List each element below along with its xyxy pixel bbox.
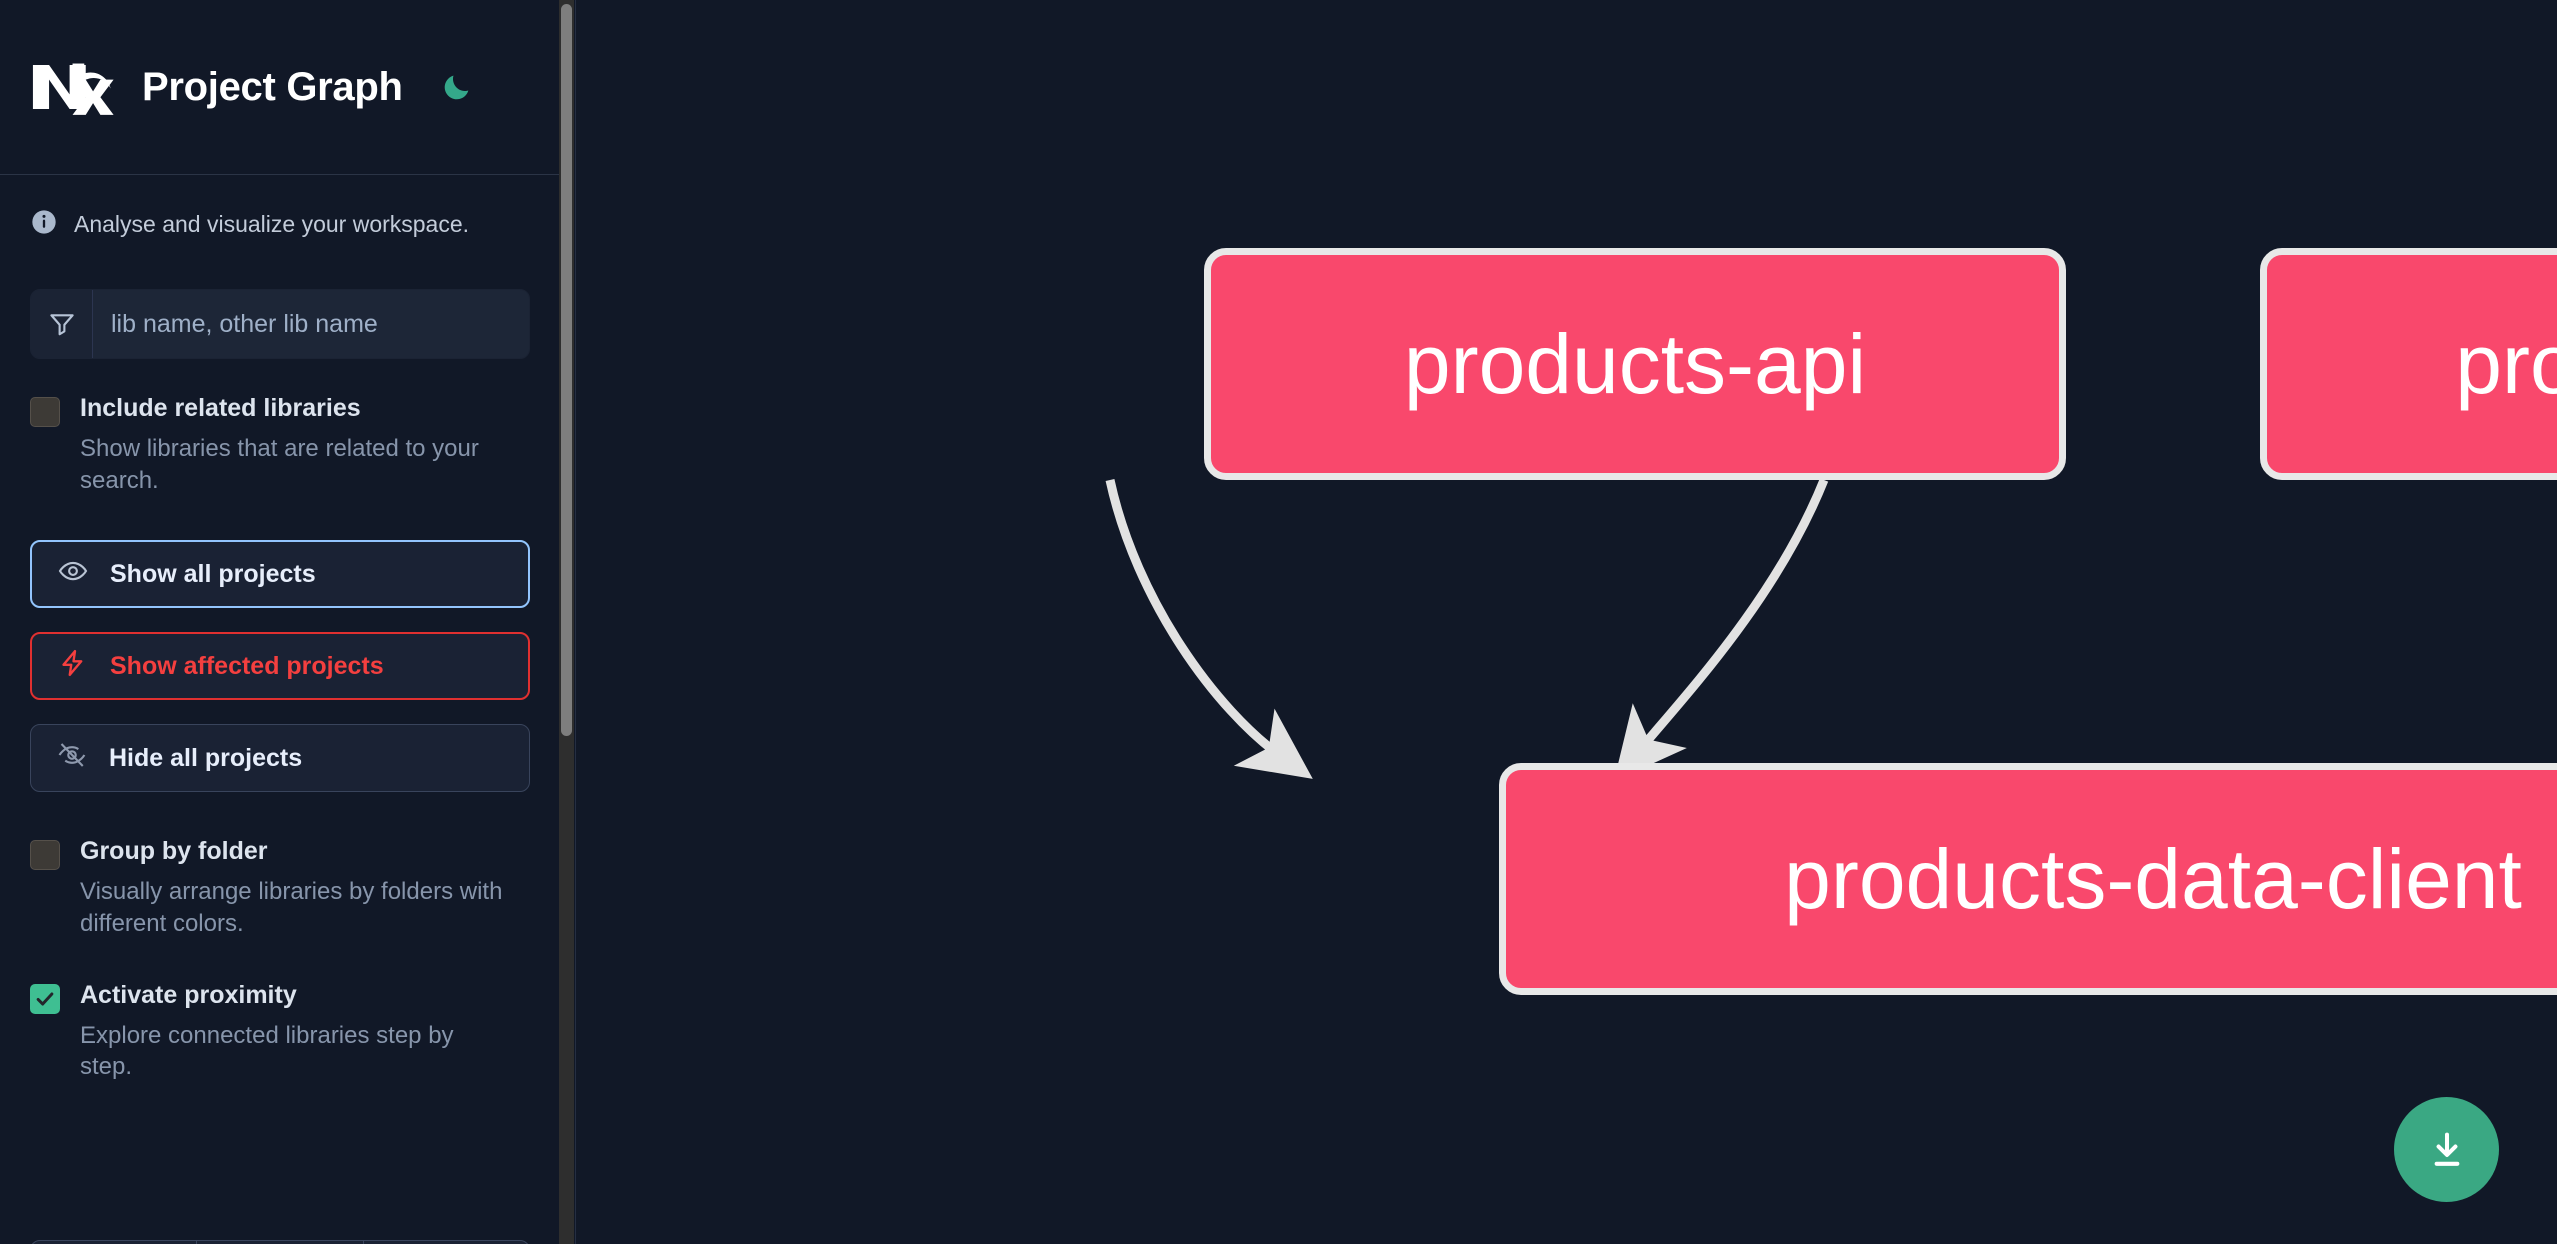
checkbox-include-related-libraries[interactable]: Include related libraries (30, 393, 530, 427)
hide-all-projects-label: Hide all projects (109, 743, 303, 772)
checkbox-label-include-related-libraries: Include related libraries (80, 394, 361, 422)
checkbox-description-include-related-libraries: Show libraries that are related to your … (80, 435, 479, 494)
checkbox-include-related-libraries-group: Include related libraries Show libraries… (30, 393, 530, 496)
show-affected-projects-button[interactable]: Show affected projects (30, 632, 530, 701)
checkbox-box-include-related-libraries[interactable] (30, 397, 60, 427)
moon-icon[interactable] (435, 65, 479, 109)
edge-products-cli-to-products-data-client (1613, 478, 1829, 782)
checkbox-group-by-folder-group: Group by folder Visually arrange librari… (30, 836, 530, 939)
filter-bar (30, 289, 530, 359)
sidebar-scrollbar[interactable] (559, 0, 574, 1244)
segmented-control-partial[interactable] (30, 1240, 530, 1244)
checkbox-activate-proximity[interactable]: Activate proximity (30, 980, 530, 1014)
display-option-checkboxes: Group by folder Visually arrange librari… (30, 836, 530, 1083)
graph-canvas[interactable]: products-api products-cli products-data-… (576, 0, 2557, 1244)
checkbox-group-by-folder[interactable]: Group by folder (30, 836, 530, 871)
checkbox-box-activate-proximity[interactable] (30, 983, 60, 1014)
sidebar-scrollbar-thumb[interactable] (561, 4, 572, 736)
show-all-projects-label: Show all projects (110, 559, 316, 588)
checkbox-description-activate-proximity: Explore connected libraries step by step… (80, 1021, 454, 1081)
sidebar-body: Analyse and visualize your workspace. In… (0, 208, 560, 1083)
sidebar-header: Project Graph (0, 0, 560, 175)
graph-edges (1105, 478, 1829, 782)
graph-node-products-api[interactable]: products-api (1204, 248, 2066, 480)
lightning-bolt-icon (58, 648, 88, 685)
edge-products-api-to-products-data-client (1105, 479, 1313, 779)
sidebar: Project Graph Analy (0, 0, 576, 1244)
search-input[interactable] (93, 290, 529, 358)
checkbox-label-activate-proximity: Activate proximity (80, 980, 297, 1009)
tagline-text: Analyse and visualize your workspace. (74, 211, 470, 237)
info-icon (30, 208, 58, 241)
show-all-projects-button[interactable]: Show all projects (30, 540, 530, 609)
checkbox-box-group-by-folder[interactable] (30, 840, 60, 871)
graph-node-products-data-client[interactable]: products-data-client (1499, 763, 2557, 995)
funnel-icon[interactable] (31, 290, 93, 358)
show-affected-projects-label: Show affected projects (110, 651, 384, 680)
segment-1[interactable] (31, 1241, 198, 1244)
download-icon (2434, 1132, 2459, 1166)
eye-off-icon (57, 740, 87, 777)
checkbox-activate-proximity-group: Activate proximity Explore connected lib… (30, 980, 530, 1083)
checkbox-description-group-by-folder: Visually arrange libraries by folders wi… (80, 878, 503, 938)
checkbox-label-group-by-folder: Group by folder (80, 837, 268, 866)
download-button[interactable] (2394, 1097, 2499, 1202)
page-title: Project Graph (142, 64, 403, 109)
checkmark-icon (36, 992, 54, 1006)
tagline: Analyse and visualize your workspace. (30, 208, 530, 241)
graph-node-products-cli[interactable]: products-cli (2260, 248, 2557, 480)
segment-2[interactable] (197, 1241, 364, 1244)
project-visibility-buttons: Show all projects Show affected projects (30, 540, 530, 793)
nx-logo-icon (30, 57, 118, 117)
sidebar-content: Project Graph Analy (0, 0, 560, 1244)
hide-all-projects-button[interactable]: Hide all projects (30, 724, 530, 793)
eye-icon (58, 556, 88, 593)
